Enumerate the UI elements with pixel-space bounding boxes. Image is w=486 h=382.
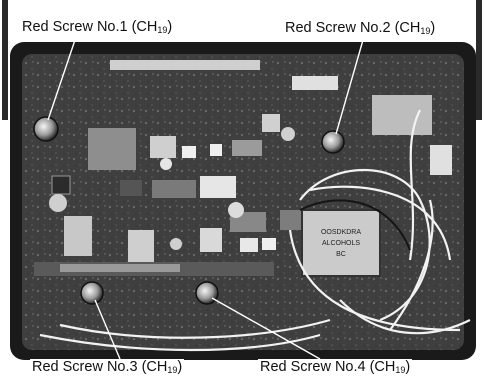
screw-4-icon (195, 281, 219, 305)
label-1-text: Red Screw No.1 (CH (22, 19, 158, 35)
leader-line-2 (335, 39, 364, 135)
label-red-screw-3: Red Screw No.3 (CH19) (30, 359, 185, 376)
capacitor (160, 158, 172, 170)
label-4-close: ) (405, 359, 411, 375)
label-red-screw-1: Red Screw No.1 (CH19) (20, 19, 175, 36)
label-2-close: ) (430, 20, 436, 36)
component (210, 144, 222, 156)
label-2-text: Red Screw No.2 (CH (285, 20, 421, 36)
component (240, 238, 258, 252)
component (262, 238, 276, 250)
screw-1-icon (33, 116, 59, 142)
left-post (2, 0, 8, 120)
component (88, 128, 136, 170)
top-resistor (292, 76, 338, 90)
label-4-sub: 19 (395, 365, 406, 375)
label-3-text: Red Screw No.3 (CH (32, 359, 168, 375)
component (280, 210, 302, 230)
wire-dark (299, 199, 411, 251)
capacitor (49, 194, 67, 212)
component (200, 176, 236, 198)
label-3-sub: 19 (167, 365, 178, 375)
label-1-sub: 19 (157, 25, 168, 35)
leader-line-3 (94, 299, 121, 360)
component (430, 145, 452, 175)
capacitor (281, 127, 295, 141)
capacitor (170, 238, 182, 250)
label-3-close: ) (177, 359, 183, 375)
module-label-line2: ALCOHOLS (322, 240, 360, 247)
screw-2-icon (321, 130, 345, 154)
label-1-close: ) (167, 19, 173, 35)
wire-harness (39, 109, 471, 352)
bottom-strip-parts (60, 264, 180, 272)
component (152, 180, 196, 198)
component (128, 230, 154, 266)
module-case (301, 209, 381, 277)
module-label-line1: OOSDKDRA (321, 229, 361, 236)
component (120, 180, 142, 196)
component (262, 114, 280, 132)
label-2-sub: 19 (420, 26, 431, 36)
right-post (476, 0, 482, 120)
component (64, 216, 92, 256)
component (200, 228, 222, 252)
module-label-line3: BC (336, 251, 346, 258)
component (150, 136, 176, 158)
leader-line-1 (47, 39, 76, 121)
top-component-strip (110, 60, 260, 70)
top-block (372, 95, 432, 135)
leader-line-4 (211, 297, 321, 360)
label-4-text: Red Screw No.4 (CH (260, 359, 396, 375)
leader-lines (47, 39, 364, 360)
component (232, 140, 262, 156)
screw-3-icon (80, 281, 104, 305)
capacitor (228, 202, 244, 218)
component (182, 146, 196, 158)
label-red-screw-2: Red Screw No.2 (CH19) (283, 20, 438, 37)
label-red-screw-4: Red Screw No.4 (CH19) (258, 359, 413, 376)
component (51, 175, 71, 195)
